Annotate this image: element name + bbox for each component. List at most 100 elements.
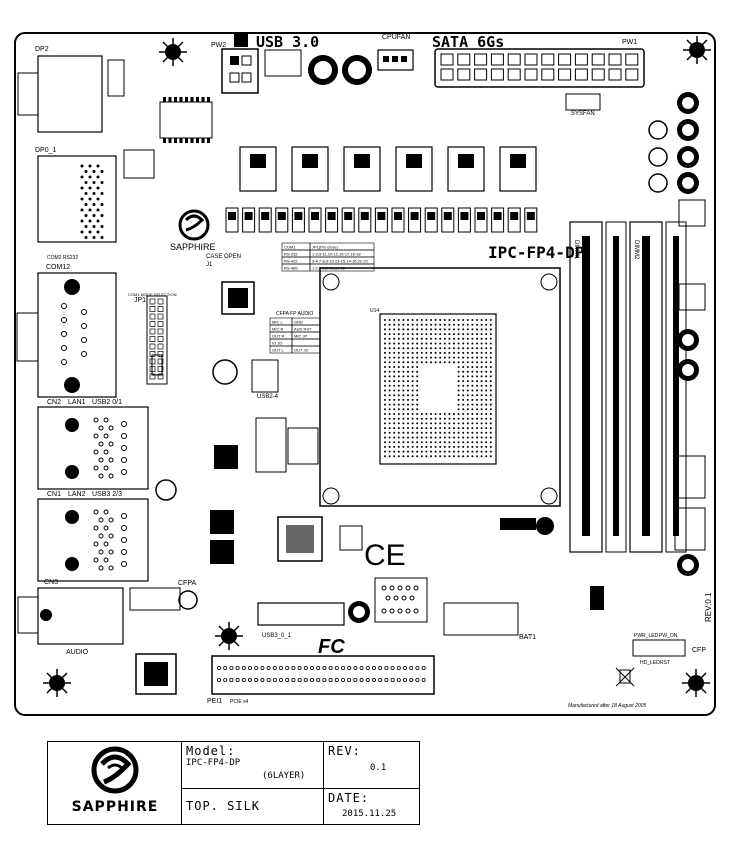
- cpu-u14: [319, 267, 561, 507]
- chip-u20: [210, 510, 234, 534]
- rev-label: REV:: [328, 744, 361, 758]
- board-outline: [14, 32, 716, 716]
- usb24-label: USB2-4: [257, 394, 279, 400]
- audio-table-cell: MIC R: [272, 327, 283, 332]
- audio-table-cell: GND: [294, 320, 303, 325]
- com-table-cell: COM1: [284, 245, 296, 250]
- cfp-label: CFP: [692, 647, 706, 654]
- cn1-lan2-usb23-connector: [37, 498, 149, 582]
- audio-table-cell: OUT JD: [294, 348, 308, 353]
- dimm1-slot: [569, 221, 603, 553]
- rev-value: 0.1: [370, 763, 387, 773]
- com-table-cell: RS-485: [284, 266, 298, 271]
- cpufan-connector: [377, 49, 414, 71]
- usb3-01-header: [257, 602, 345, 626]
- audio-table-cell: OUT R: [272, 334, 284, 339]
- chip-u19: [214, 445, 238, 469]
- cn2-lan1-usb01-connector: [37, 406, 149, 490]
- j1-label: J1: [206, 262, 213, 268]
- cfpa-header: [129, 587, 181, 611]
- rev-cell: REV: 0.1: [324, 742, 419, 789]
- usb3-header-marker: [234, 33, 248, 47]
- mounting-hole-bottom-left: [43, 669, 71, 697]
- dp2-connector: [37, 55, 103, 133]
- cn2-label: CN2: [47, 399, 61, 406]
- dp1-connector: [37, 155, 117, 243]
- mounting-hole-top-right: [683, 36, 711, 64]
- com1-mode-label: COM1 MODE SELECTION: [128, 292, 177, 297]
- dimm1-label: DIMM1: [573, 240, 579, 260]
- sapphire-logo-cell: SAPPHIRE: [48, 742, 182, 824]
- title-block: SAPPHIRE Model: IPC-FP4-DP (6LAYER) REV:…: [47, 741, 420, 825]
- ce-mark: CE: [364, 539, 406, 572]
- pw2-label: PW2: [211, 42, 226, 49]
- bat1-label: BAT1: [519, 634, 536, 641]
- cfp-header: [632, 639, 686, 657]
- pw1-connector: [434, 48, 645, 88]
- weee-bin-icon: [615, 667, 635, 687]
- manufactured-note: Manufactured after 18 August 2005: [568, 703, 646, 709]
- audio-table-cell: MIC L: [272, 320, 283, 325]
- layers-value: (6LAYER): [262, 771, 306, 781]
- sapphire-logo-icon: [91, 746, 139, 794]
- cpufan-label: CPUFAN: [382, 34, 410, 41]
- usb01-label: USB2 0/1: [92, 399, 122, 406]
- dp2-label: DP2: [35, 46, 49, 53]
- rev-vertical: REV:0.1: [704, 592, 713, 622]
- date-label: DATE:: [328, 791, 370, 805]
- board-name: IPC-FP4-DP: [488, 243, 584, 262]
- dimm2-label: DIMM2: [633, 240, 639, 260]
- chip-u1: [135, 653, 177, 695]
- audio-table-cell: MIC JP: [294, 334, 307, 339]
- pcie-label: PCIE x4: [230, 699, 249, 705]
- com-table-cell: JP1(Pin close): [312, 245, 338, 250]
- fc-mark: FC: [318, 636, 345, 658]
- mounting-hole-bottom-right: [682, 669, 710, 697]
- com-table-cell: 3-4,7-8,9-10,13-15,14-16,21-22: [312, 259, 369, 264]
- audio-table-cell: IO JD: [272, 341, 282, 346]
- usb23-label: USB3 2/3: [92, 491, 122, 498]
- rst-label: RST: [660, 660, 670, 666]
- brand-name: SAPPHIRE: [71, 799, 159, 815]
- jp1-header: [146, 295, 168, 385]
- cfpa-label: CFPA: [178, 580, 196, 587]
- com2-label: COM2 RS232: [47, 255, 78, 261]
- sapphire-small-text: SAPPHIRE: [170, 242, 216, 252]
- chip-u9: [221, 281, 255, 315]
- case-open-label: CASE OPEN: [206, 254, 241, 260]
- com-table-cell: RS-232: [284, 252, 298, 257]
- dp1-label: DP0_1: [35, 147, 57, 154]
- cn3-label: CN3: [44, 579, 58, 586]
- date-value: 2015.11.25: [342, 809, 397, 819]
- lan1-label: LAN1: [68, 399, 86, 406]
- usb3-label: USB 3.0: [256, 33, 319, 51]
- mounting-hole-top-left: [159, 38, 187, 66]
- pwr-led-label: PWR_LED: [634, 633, 659, 639]
- silk-cell: TOP. SILK: [182, 789, 324, 824]
- audio-table-cell: AUD RST: [294, 327, 312, 332]
- pcie-slot: [211, 655, 435, 695]
- mounting-hole-bottom-center: [215, 622, 243, 650]
- pw2-connector: [221, 48, 259, 94]
- model-value: IPC-FP4-DP: [186, 758, 241, 768]
- com12-label: COM12: [46, 264, 70, 271]
- audio-table-cell: OUT L: [272, 348, 284, 353]
- cn1-label: CN1: [47, 491, 61, 498]
- date-cell: DATE: 2015.11.25: [324, 789, 419, 824]
- u14-label: U14: [370, 308, 379, 314]
- chip-u21: [210, 540, 234, 564]
- sysfan-label: SYSFAN: [571, 111, 595, 117]
- usb3-01-label: USB3_0_1: [262, 633, 292, 639]
- sapphire-logo-small: [178, 209, 210, 241]
- lan2-label: LAN2: [68, 491, 86, 498]
- bat1-holder: [443, 602, 519, 636]
- pei1-label: PEI1: [207, 698, 222, 705]
- pw-on-label: PW_ON: [659, 633, 678, 639]
- chip-u28: [277, 516, 323, 562]
- model-cell: Model: IPC-FP4-DP (6LAYER): [182, 742, 324, 789]
- audio-label: AUDIO: [66, 649, 89, 656]
- jp1-label: JP1: [134, 297, 146, 304]
- com-table-cell: RS-422: [284, 259, 298, 264]
- pw1-label: PW1: [622, 39, 637, 46]
